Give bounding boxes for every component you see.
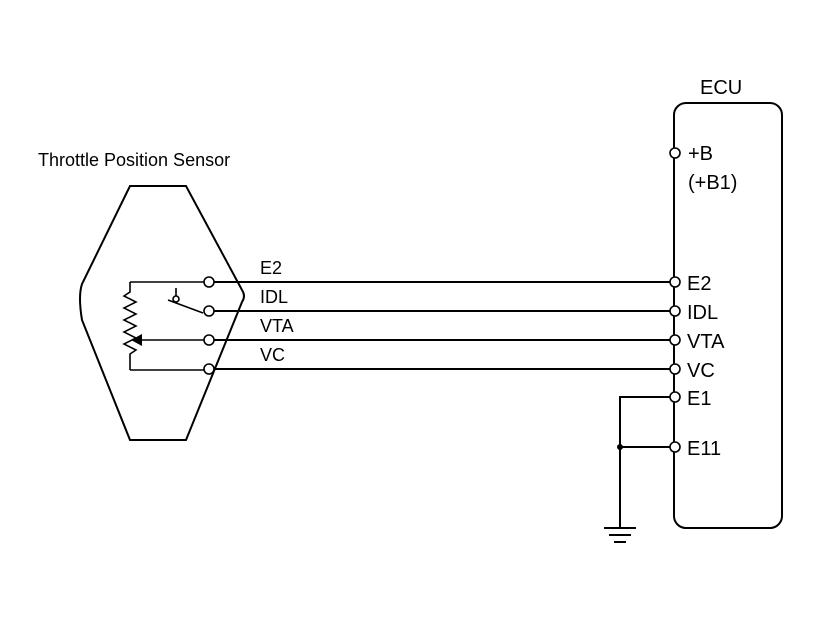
ecu-terminal-e11	[669, 441, 681, 453]
ecu-terminal-vc	[669, 363, 681, 375]
ecu-terminal-e2	[669, 276, 681, 288]
idl-switch-blade	[167, 299, 204, 314]
ground-junction-dot	[617, 444, 623, 450]
sensor-title: Throttle Position Sensor	[38, 150, 230, 170]
ecu-terminal-e1	[669, 391, 681, 403]
sensor-terminal-e2	[203, 276, 215, 288]
wire-e1-ground	[619, 396, 670, 528]
sensor-pin-label: IDL	[260, 287, 288, 307]
sensor-terminal-vta	[203, 334, 215, 346]
sensor-pin-label: VTA	[260, 316, 294, 336]
ecu-pin-label: E11	[687, 438, 721, 460]
ecu-pin-label: E1	[687, 388, 711, 410]
ecu-pin-label: VTA	[687, 331, 725, 353]
ecu-pin-label: (+B1)	[688, 172, 737, 194]
sensor-body	[79, 185, 245, 441]
idl-switch-contact	[172, 295, 180, 303]
ecu-terminal-vta	[669, 334, 681, 346]
sensor-pin-label: E2	[260, 258, 282, 278]
ecu-terminal-b	[669, 147, 681, 159]
potentiometer-resistor	[122, 282, 138, 370]
ecu-terminal-idl	[669, 305, 681, 317]
ecu-title: ECU	[700, 77, 742, 99]
ground-icon	[604, 527, 636, 543]
sensor-terminal-vc	[203, 363, 215, 375]
ecu-pin-label: +B	[688, 143, 713, 165]
ecu-pin-label: VC	[687, 360, 715, 382]
wiper-arrowhead	[131, 334, 142, 346]
sensor-pin-label: VC	[260, 345, 285, 365]
ecu-pin-label: IDL	[687, 302, 718, 324]
ecu-pin-label: E2	[687, 273, 711, 295]
sensor-terminal-idl	[203, 305, 215, 317]
